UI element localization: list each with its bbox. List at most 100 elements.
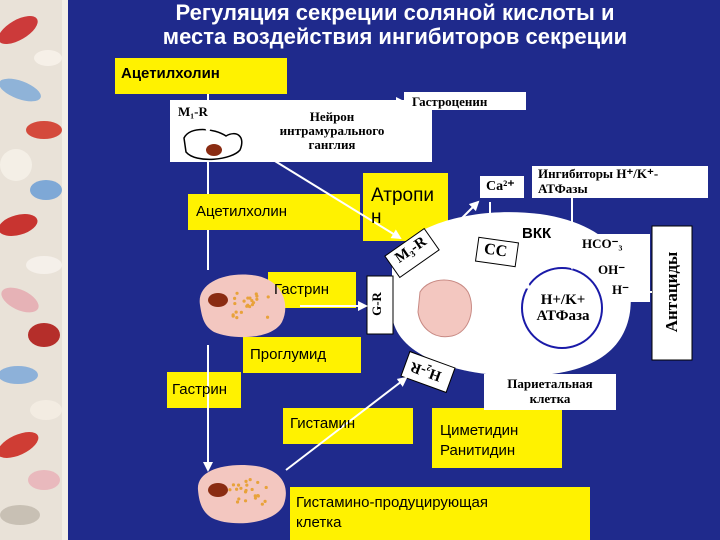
hk-atpase-line-1: H+/K+ xyxy=(540,292,586,308)
granule xyxy=(235,291,239,295)
granule xyxy=(263,499,267,503)
h2-receptor xyxy=(400,350,456,394)
granule xyxy=(228,488,232,492)
parietal-line-2: клетка xyxy=(529,391,571,406)
gr-label: G-R xyxy=(368,292,384,316)
granule xyxy=(250,298,254,303)
granules xyxy=(228,291,270,506)
granule xyxy=(253,494,257,498)
granule xyxy=(233,296,237,300)
parietal-line-1: Париетальная xyxy=(507,376,593,391)
k-label: K⁻ xyxy=(498,326,515,341)
neuron-nucleus xyxy=(206,144,222,156)
atropine-line-1: Атропи xyxy=(371,185,434,206)
gastrin-mid-label: Гастрин xyxy=(274,281,329,298)
hpc-line-2: клетка xyxy=(296,514,342,531)
gastrin-low-label: Гастрин xyxy=(172,381,227,398)
granule xyxy=(231,314,235,318)
cimetidine-box xyxy=(432,408,562,468)
inhibitors-line-2: АТФазы xyxy=(538,181,588,196)
granule xyxy=(266,295,270,299)
granule xyxy=(256,480,260,485)
acetylcholine-mid-box xyxy=(188,194,360,230)
arrow-h2-to-pump xyxy=(435,329,522,359)
granule xyxy=(245,483,249,487)
gastrocenin-label: Гастроценин xyxy=(412,94,488,109)
granule xyxy=(245,304,249,308)
granule xyxy=(234,310,238,314)
granule xyxy=(235,316,239,320)
h-label: H⁻ xyxy=(612,282,629,297)
inhibitors-line-1: Ингибиторы H⁺/K⁺- xyxy=(538,166,659,181)
granule xyxy=(237,497,241,501)
vkk-label: ВКК xyxy=(522,225,552,242)
atropine-label: Атропи н xyxy=(371,185,434,229)
granule xyxy=(242,299,246,303)
ca-label: Ca²⁺ xyxy=(486,179,515,194)
granule xyxy=(244,479,248,483)
granule xyxy=(250,487,254,492)
granule xyxy=(231,483,236,487)
oh-label: OH⁻ xyxy=(598,262,626,277)
neuron-label: Нейрон интрамурального ганглия xyxy=(262,110,402,152)
arrow-cc-to-pump xyxy=(496,265,532,290)
histamine-label: Гистамин xyxy=(290,415,356,432)
proglumide-label: Проглумид xyxy=(250,346,327,363)
histamine-cell xyxy=(197,465,286,524)
acetylcholine-mid-label: Ацетилхолин xyxy=(196,203,288,220)
m3-receptor xyxy=(384,227,440,279)
gastrocenin-panel xyxy=(404,92,526,110)
arrow-histamine-to-h2 xyxy=(285,376,408,471)
g-cell xyxy=(199,274,286,338)
granule xyxy=(236,483,241,487)
ranitidine-text: Ранитидин xyxy=(440,442,516,459)
granule xyxy=(235,500,240,504)
granule xyxy=(233,301,237,306)
granule xyxy=(246,296,250,300)
hk-atpase-line-2: АТФаза xyxy=(536,308,590,324)
neuron-line-1: Нейрон xyxy=(309,109,355,124)
granule xyxy=(264,485,268,490)
ca-panel xyxy=(480,176,524,198)
granule xyxy=(255,294,259,298)
slide-title: Регуляция секреции соляной кислоты и мес… xyxy=(70,1,720,49)
pills-divider xyxy=(62,0,68,540)
title-line-2: места воздействия ингибиторов секреции xyxy=(162,24,628,49)
granule xyxy=(248,478,252,482)
neuron-line-3: ганглия xyxy=(308,137,356,152)
parietal-label-panel xyxy=(484,374,616,410)
stomach-cell xyxy=(417,279,472,338)
inhibitors-label: Ингибиторы H⁺/K⁺- АТФазы xyxy=(538,166,658,196)
granule xyxy=(256,494,260,498)
hk-atpase-label: H+/K+ АТФаза xyxy=(530,292,596,324)
arrows xyxy=(203,94,652,472)
antacids-label: Антациды xyxy=(662,251,681,333)
granule xyxy=(250,303,255,307)
title-line-1: Регуляция секреции соляной кислоты и xyxy=(175,0,615,25)
granule xyxy=(239,310,243,314)
m1r-label: M₁-R xyxy=(178,104,208,119)
granule xyxy=(260,502,264,506)
pills-image xyxy=(0,0,62,540)
granule xyxy=(244,488,248,493)
inhibitors-panel xyxy=(532,166,708,198)
hco3-label: HCO⁻₃ xyxy=(582,236,623,251)
histamine-box xyxy=(283,408,413,444)
hpc-label: Гистамино-продуцирующая клетка xyxy=(296,493,488,533)
proglumide-box xyxy=(243,337,361,373)
granule xyxy=(265,315,270,319)
cc-box xyxy=(474,236,520,268)
granule xyxy=(253,496,258,500)
cc-label: CC xyxy=(482,240,509,261)
acetylcholine-top-box xyxy=(115,58,287,94)
antacids-panel xyxy=(651,225,693,361)
cimetidine-label: Циметидин Ранитидин xyxy=(440,421,518,461)
hpc-line-1: Гистамино-продуцирующая xyxy=(296,494,488,511)
granule xyxy=(255,297,259,301)
hpc-box xyxy=(290,487,590,540)
granule xyxy=(243,499,248,503)
atropine-line-2: н xyxy=(371,207,382,228)
granule xyxy=(235,487,239,491)
parietal-label: Париетальная клетка xyxy=(488,376,612,406)
